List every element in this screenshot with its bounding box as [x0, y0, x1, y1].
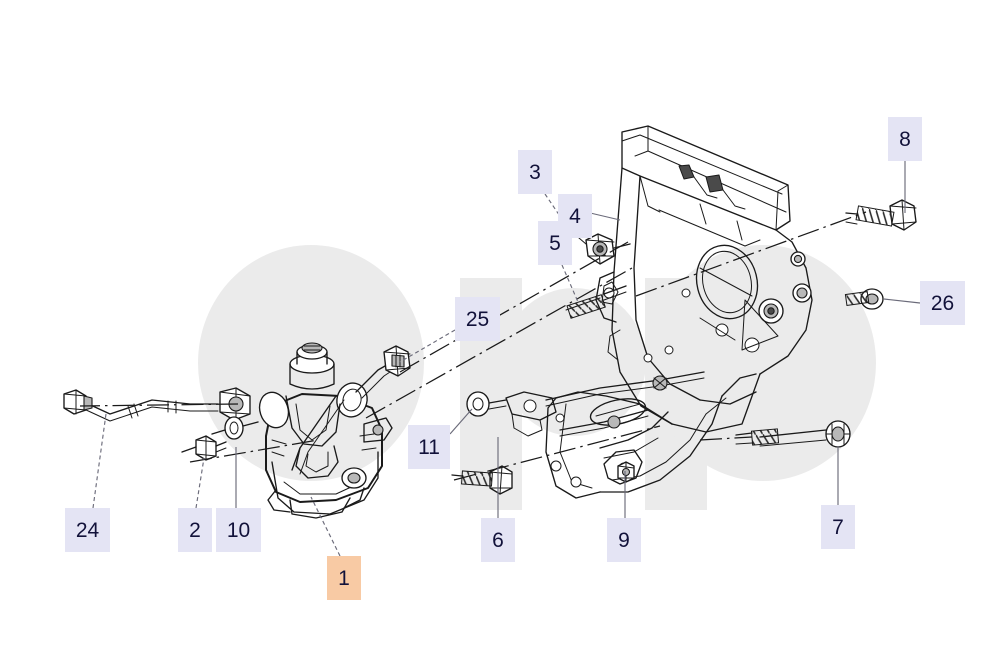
leader-2	[195, 457, 205, 509]
axis-bolt7	[699, 436, 753, 441]
callout-26[interactable]: 26	[920, 281, 965, 325]
leader-26	[883, 298, 921, 304]
callout-9[interactable]: 9	[607, 518, 641, 562]
long-bolt-7	[735, 420, 851, 448]
callout-25[interactable]: 25	[455, 297, 500, 341]
banjo-bolt-2	[181, 435, 227, 461]
sealing-washer-10	[211, 416, 259, 440]
callout-7[interactable]: 7	[821, 505, 855, 549]
leader-1	[310, 496, 341, 557]
leader-24	[92, 413, 107, 509]
callout-11[interactable]: 11	[408, 425, 450, 469]
callout-leaders	[92, 161, 921, 557]
high-pressure-fuel-pump	[258, 342, 397, 519]
fuel-fitting-25	[383, 345, 411, 377]
callout-2[interactable]: 2	[178, 508, 212, 552]
small-nut-9	[617, 461, 635, 483]
hex-nut-4	[585, 233, 631, 265]
fuel-supply-line	[63, 387, 251, 422]
callout-24[interactable]: 24	[65, 508, 110, 552]
axis-pump-to-stud	[365, 267, 633, 419]
callout-6[interactable]: 6	[481, 518, 515, 562]
spacer-bushing-11	[466, 391, 507, 417]
leader-25	[399, 329, 456, 363]
axis-fuel-line	[79, 403, 239, 407]
callout-5[interactable]: 5	[538, 221, 572, 265]
line-fitting-left	[63, 389, 93, 415]
leader-11	[449, 408, 473, 435]
assembly-centerlines	[79, 211, 867, 481]
callout-10[interactable]: 10	[216, 508, 261, 552]
callout-1[interactable]: 1	[327, 556, 361, 600]
short-screw-26	[844, 288, 884, 310]
axis-bolt6	[453, 425, 661, 481]
callout-3[interactable]: 3	[518, 150, 552, 194]
threaded-stud-5	[565, 285, 627, 319]
watermark-olo	[198, 245, 876, 510]
timing-cover-bracket	[505, 125, 813, 499]
upper-bolt-8	[845, 199, 917, 231]
axis-banjo	[189, 439, 319, 463]
axis-fitting-to-nut	[399, 241, 629, 373]
axis-cover-to-bolt8	[635, 211, 867, 297]
callout-8[interactable]: 8	[888, 117, 922, 161]
